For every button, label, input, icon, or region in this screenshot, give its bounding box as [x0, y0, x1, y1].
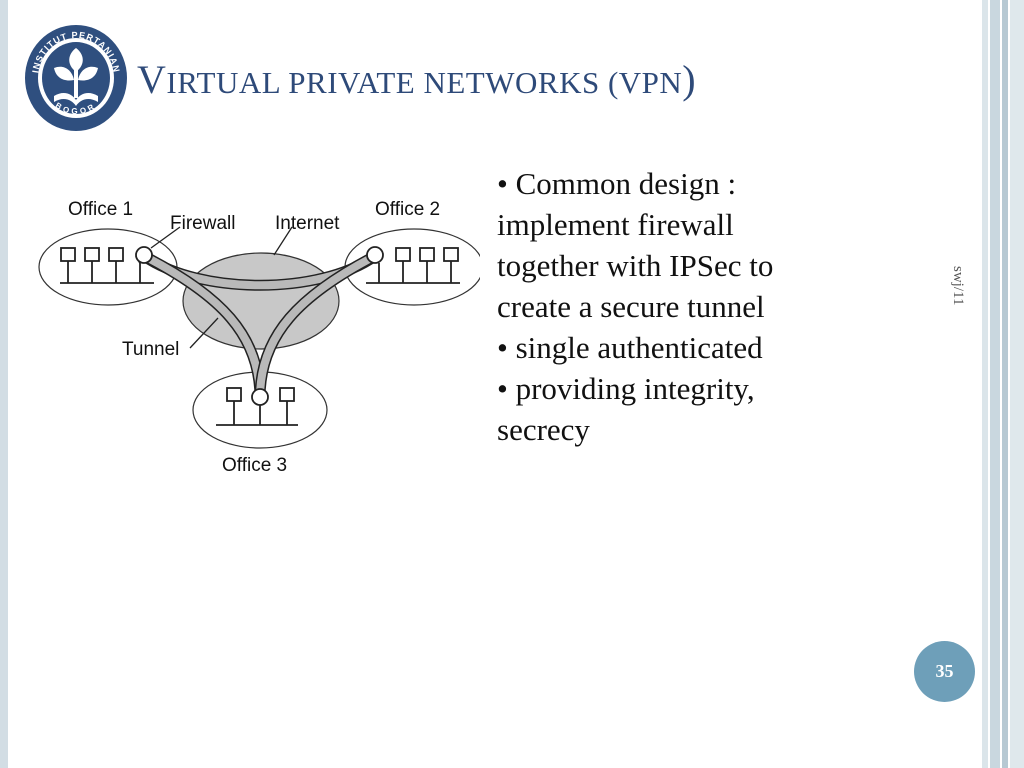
- title-rest-1: IRTUAL PRIVATE NETWORKS (: [166, 65, 619, 100]
- label-office3: Office 3: [222, 455, 287, 476]
- bullet-line: create a secure tunnel: [497, 289, 765, 324]
- bullet-line: • single authenticated: [497, 330, 763, 365]
- label-office2: Office 2: [375, 199, 440, 220]
- office3-lan: [216, 387, 298, 426]
- bullet-line: • providing integrity,: [497, 371, 755, 406]
- page-number-badge: 35: [914, 641, 975, 702]
- title-cap-v: V: [137, 57, 167, 102]
- label-internet: Internet: [275, 213, 340, 234]
- label-office1: Office 1: [68, 199, 133, 220]
- slide-title: VIRTUAL PRIVATE NETWORKS (VPN): [137, 56, 696, 103]
- firewall-callout: [150, 226, 181, 249]
- office2-lan: [366, 247, 460, 284]
- bullet-list: • Common design : implement firewall tog…: [497, 163, 897, 450]
- ipb-logo: INSTITUT PERTANIAN BOGOR: [25, 25, 127, 131]
- right-decorative-stripes: [982, 0, 1024, 768]
- bullet-line: • Common design :: [497, 166, 737, 201]
- side-footer-label: swj/11: [946, 266, 966, 326]
- left-border: [0, 0, 8, 768]
- side-footer-text: swj/11: [950, 266, 966, 306]
- office2-firewall: [366, 246, 384, 264]
- page-number: 35: [935, 661, 954, 681]
- bullet-line: secrecy: [497, 412, 590, 447]
- office1-lan: [60, 247, 154, 284]
- bullet-line: implement firewall: [497, 207, 734, 242]
- label-tunnel: Tunnel: [122, 339, 179, 360]
- tunnel-callout: [189, 317, 219, 349]
- title-close: ): [682, 57, 697, 102]
- office1-firewall: [135, 246, 153, 264]
- office3-firewall: [251, 388, 269, 406]
- label-firewall: Firewall: [170, 213, 235, 234]
- vpn-diagram: Office 1 Office 2 Office 3 Firewall Inte…: [38, 199, 480, 476]
- bullet-line: together with IPSec to: [497, 248, 774, 283]
- tunnels: [140, 251, 379, 399]
- internet-callout: [273, 226, 293, 256]
- title-rest-2: VPN: [618, 65, 683, 100]
